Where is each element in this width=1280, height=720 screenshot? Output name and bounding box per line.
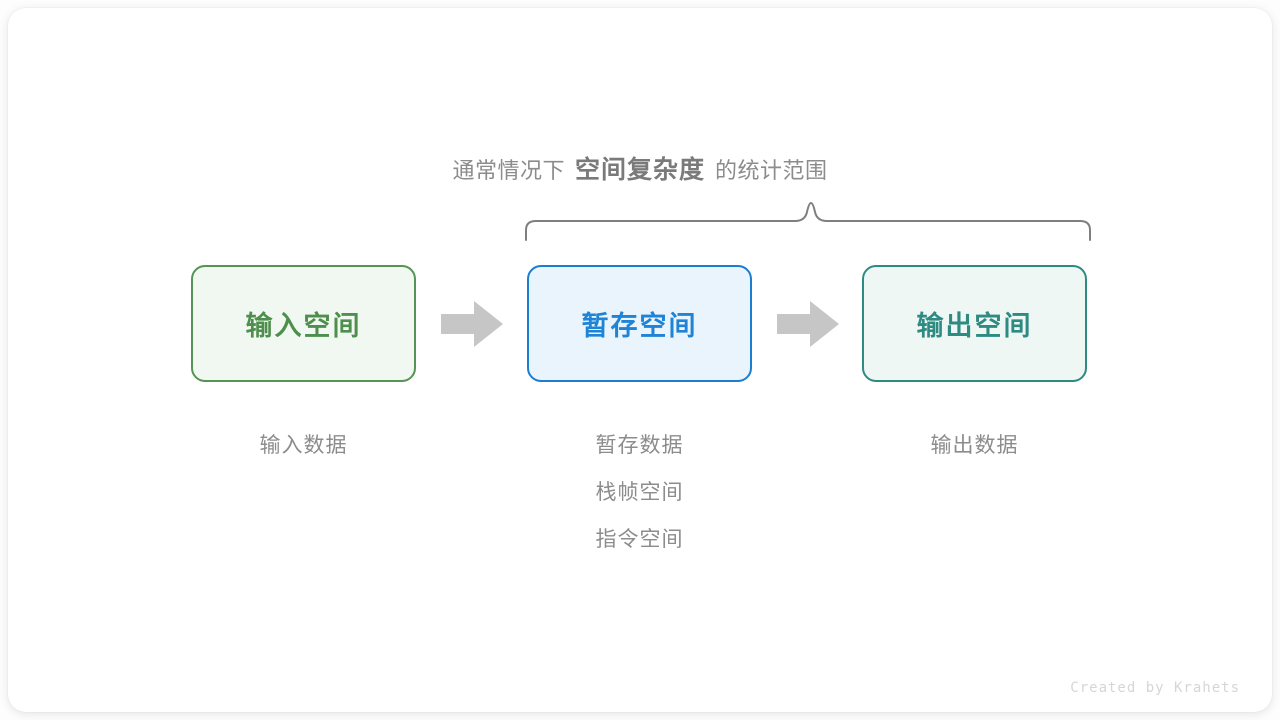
stage-box-temp[interactable]: 暂存空间 [527, 265, 752, 382]
stage-box-input-label: 输入空间 [245, 311, 362, 341]
stage-sublabels-output: 输出数据 [862, 422, 1087, 469]
sublabel-item: 输入数据 [259, 434, 348, 457]
sublabel-item: 输出数据 [930, 434, 1019, 457]
sublabel-item: 栈帧空间 [595, 481, 684, 504]
right-arrow-icon [777, 301, 839, 347]
sublabel-item: 暂存数据 [595, 434, 684, 457]
stage-sublabels-input: 输入数据 [191, 422, 416, 469]
watermark-credit: Created by Krahets [1070, 680, 1240, 696]
sublabel-item: 指令空间 [595, 528, 684, 551]
stage-box-output-label: 输出空间 [916, 311, 1033, 341]
brace-caption: 通常情况下空间复杂度的统计范围 [0, 150, 1280, 186]
flow-arrow-1 [441, 301, 503, 347]
stage-box-input[interactable]: 输入空间 [191, 265, 416, 382]
curly-brace-icon [525, 202, 1091, 241]
curly-brace [505, 190, 1115, 250]
stage-box-output[interactable]: 输出空间 [862, 265, 1087, 382]
right-arrow-icon [441, 301, 503, 347]
stage-box-temp-label: 暂存空间 [581, 311, 698, 341]
stage-sublabels-temp: 暂存数据 栈帧空间 指令空间 [527, 422, 752, 563]
caption-prefix: 通常情况下 [452, 158, 565, 183]
caption-suffix: 的统计范围 [715, 158, 828, 183]
flow-arrow-2 [777, 301, 839, 347]
caption-emphasis: 空间复杂度 [574, 156, 705, 184]
